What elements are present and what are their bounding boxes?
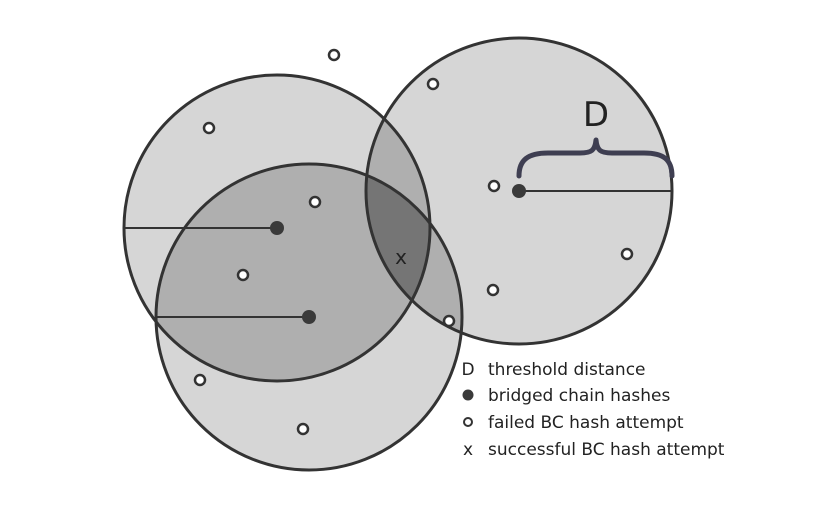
bridged-hash-dot: [270, 221, 284, 235]
failed-attempt-dot: [296, 422, 310, 436]
failed-attempt-dot: [426, 77, 440, 91]
bridged-chain-hashes: [270, 184, 526, 324]
legend: D threshold distance bridged chain hashe…: [461, 360, 724, 460]
legend-item-successful-attempt: x successful BC hash attempt: [463, 440, 725, 460]
legend-label: threshold distance: [488, 360, 646, 380]
failed-attempt-dot: [202, 121, 216, 135]
legend-symbol-x: x: [463, 440, 473, 460]
legend-filled-dot-icon: [462, 389, 474, 401]
legend-item-bridged-chain-hashes: bridged chain hashes: [462, 386, 670, 406]
legend-label: successful BC hash attempt: [488, 440, 725, 460]
failed-attempt-dot: [327, 48, 341, 62]
bridged-hash-dot: [302, 310, 316, 324]
bridged-hash-dot: [512, 184, 526, 198]
overlap-b-c: [366, 164, 462, 344]
failed-attempt-dot: [193, 373, 207, 387]
legend-hollow-dot-icon: [463, 417, 473, 427]
legend-item-failed-attempt: failed BC hash attempt: [463, 413, 684, 433]
successful-attempt-mark: x: [395, 245, 407, 269]
failed-attempt-dot: [486, 283, 500, 297]
radius-lines: [124, 190, 672, 318]
threshold-brace: [516, 137, 675, 179]
failed-attempt-dot: [442, 314, 456, 328]
failed-attempt-dot: [620, 247, 634, 261]
failed-hash-attempts: [193, 48, 634, 436]
legend-label: bridged chain hashes: [488, 386, 670, 406]
legend-label: failed BC hash attempt: [488, 413, 684, 433]
threshold-label: D: [583, 95, 609, 135]
failed-attempt-dot: [236, 268, 250, 282]
failed-attempt-dot: [308, 195, 322, 209]
legend-symbol-d: D: [461, 360, 474, 380]
legend-item-threshold-distance: D threshold distance: [461, 360, 645, 380]
failed-attempt-dot: [487, 179, 501, 193]
